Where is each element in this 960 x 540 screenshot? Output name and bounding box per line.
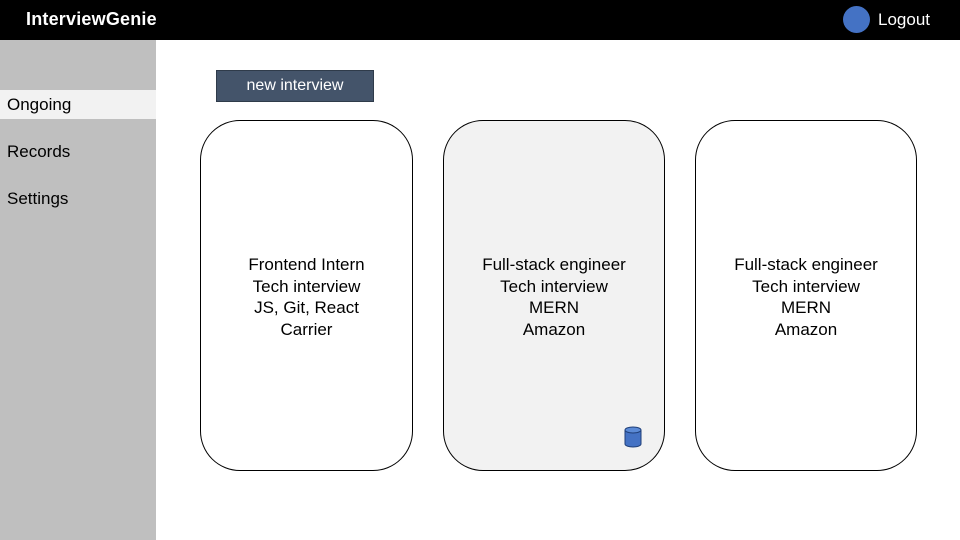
sidebar: Ongoing Records Settings — [0, 40, 156, 540]
card-company: Amazon — [522, 319, 586, 339]
card-company: Carrier — [280, 319, 333, 339]
card-details: Full-stack engineer Tech interview MERN … — [696, 254, 916, 340]
card-title: Frontend Intern — [248, 255, 365, 274]
card-company: Amazon — [774, 319, 838, 339]
new-interview-button[interactable]: new interview — [216, 70, 374, 102]
sidebar-item-settings[interactable]: Settings — [7, 189, 69, 208]
app-title: InterviewGenie — [26, 9, 157, 29]
interview-card[interactable]: Frontend Intern Tech interview JS, Git, … — [200, 120, 413, 471]
card-skills: MERN — [528, 298, 580, 317]
card-type: Tech interview — [252, 276, 361, 296]
top-bar: InterviewGenie Logout — [0, 0, 960, 40]
card-title: Full-stack engineer — [482, 255, 626, 274]
card-skills: MERN — [780, 298, 832, 317]
card-details: Full-stack engineer Tech interview MERN … — [444, 254, 664, 340]
avatar[interactable] — [843, 6, 870, 33]
database-icon[interactable] — [624, 426, 642, 448]
card-title: Full-stack engineer — [734, 255, 878, 274]
card-details: Frontend Intern Tech interview JS, Git, … — [201, 254, 412, 340]
sidebar-item-ongoing[interactable]: Ongoing — [0, 90, 156, 119]
card-type: Tech interview — [752, 276, 860, 296]
card-type: Tech interview — [500, 276, 608, 296]
sidebar-item-records[interactable]: Records — [7, 142, 71, 161]
card-skills: JS, Git, React — [254, 298, 359, 317]
logout-button[interactable]: Logout — [878, 10, 930, 29]
interview-card[interactable]: Full-stack engineer Tech interview MERN … — [695, 120, 917, 471]
interview-card-selected[interactable]: Full-stack engineer Tech interview MERN … — [443, 120, 665, 471]
